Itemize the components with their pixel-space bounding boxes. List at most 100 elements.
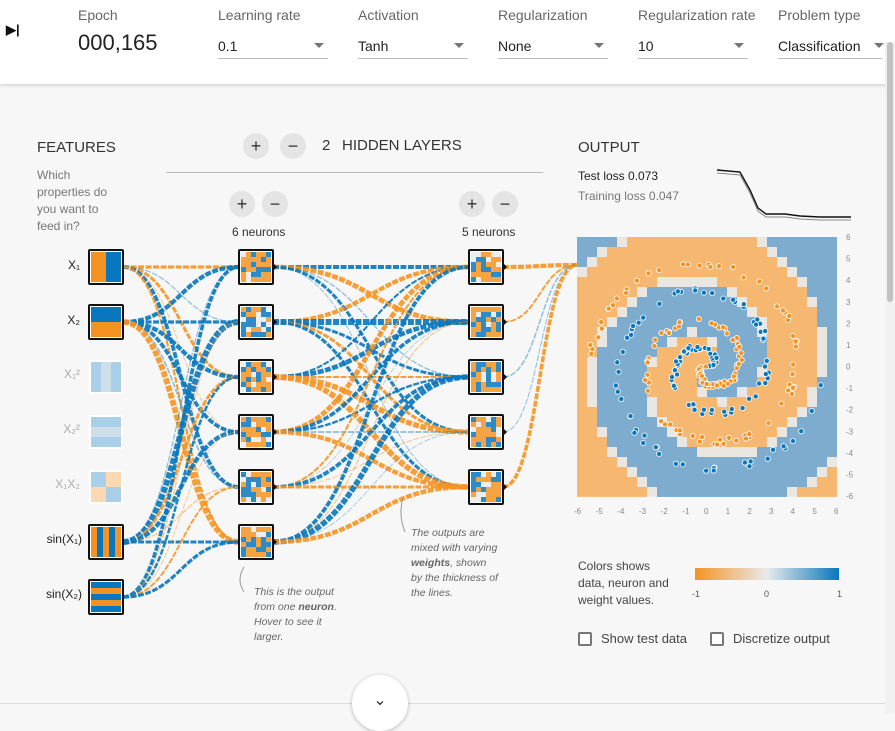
heatmap-cell	[697, 257, 707, 267]
heatmap-cell	[657, 447, 667, 457]
data-point	[754, 316, 761, 323]
heatmap-cell	[597, 337, 607, 347]
tile-fill	[115, 527, 121, 557]
tile-fill	[266, 527, 271, 532]
heatmap-cell	[607, 437, 617, 447]
remove-neuron-button[interactable]: −	[262, 191, 288, 217]
tile-fill	[476, 372, 481, 377]
heatmap-cell	[627, 367, 637, 377]
show-test-data-checkbox[interactable]	[578, 632, 592, 646]
regularization-value: None	[498, 38, 532, 54]
heatmap-cell	[797, 277, 807, 287]
heatmap-cell	[617, 287, 627, 297]
tile-fill	[266, 417, 271, 422]
heatmap-cell	[687, 457, 697, 467]
neuron-arrow	[503, 263, 507, 271]
heatmap-cell	[667, 467, 677, 477]
heatmap-cell	[807, 317, 817, 327]
tile-fill	[476, 472, 481, 477]
tile-fill	[256, 307, 261, 312]
heatmap-cell	[627, 237, 637, 247]
tile-fill	[496, 327, 501, 332]
tile-fill	[491, 322, 496, 327]
heatmap-cell	[827, 437, 837, 447]
page-scrollbar[interactable]	[885, 42, 895, 713]
tile-fill	[256, 267, 261, 272]
data-point	[743, 435, 750, 442]
data-point	[652, 336, 659, 343]
tile-fill	[471, 422, 476, 427]
heatmap-cell	[767, 307, 777, 317]
heatmap-cell	[717, 487, 727, 497]
heatmap-cell	[597, 447, 607, 457]
data-point	[598, 325, 605, 332]
tile-fill	[496, 317, 501, 322]
weight-link	[122, 321, 240, 488]
heatmap-cell	[637, 387, 647, 397]
heatmap-cell	[747, 337, 757, 347]
heatmap-cell	[607, 477, 617, 487]
tile-fill	[491, 277, 496, 282]
heatmap-cell	[617, 247, 627, 257]
tile-fill	[261, 487, 266, 492]
data-point	[789, 371, 796, 378]
heatmap-cell	[747, 477, 757, 487]
remove-neuron-button[interactable]: −	[492, 191, 518, 217]
heatmap-cell	[807, 327, 817, 337]
skip-forward-icon[interactable]: ▶|	[6, 22, 20, 37]
tile-fill	[266, 377, 271, 382]
discretize-output-label[interactable]: Discretize output	[733, 631, 830, 646]
scrollbar-thumb[interactable]	[887, 42, 893, 302]
heatmap-cell	[747, 297, 757, 307]
heatmap-cell	[777, 297, 787, 307]
weight-link	[272, 321, 470, 543]
heatmap-cell	[687, 247, 697, 257]
tile-fill	[481, 382, 486, 387]
heatmap-cell	[637, 427, 647, 437]
add-layer-button[interactable]: +	[243, 133, 269, 159]
tile-fill	[476, 427, 481, 432]
heatmap-cell	[787, 257, 797, 267]
chevron-down-icon[interactable]: ⌄	[352, 675, 408, 731]
heatmap-cell	[647, 247, 657, 257]
heatmap-cell	[797, 317, 807, 327]
discretize-output-checkbox[interactable]	[710, 632, 724, 646]
tile-fill	[481, 312, 486, 317]
heatmap-cell	[687, 317, 697, 327]
heatmap-cell	[767, 387, 777, 397]
heatmap-cell	[827, 347, 837, 357]
data-point	[679, 461, 686, 468]
add-neuron-button[interactable]: +	[459, 191, 485, 217]
heatmap-cell	[577, 267, 587, 277]
tile-fill	[266, 492, 271, 497]
tile-fill	[251, 422, 256, 427]
heatmap-cell	[827, 267, 837, 277]
data-point	[762, 363, 769, 370]
add-neuron-button[interactable]: +	[229, 191, 255, 217]
heatmap-cell	[647, 377, 657, 387]
y-tick-label: -3	[846, 427, 854, 436]
feature-label-x1: X₁	[67, 258, 80, 272]
color-legend-bar	[695, 568, 839, 580]
question-line: you want to	[37, 202, 99, 216]
tile-fill	[266, 537, 271, 542]
tile-fill	[241, 252, 246, 257]
data-point	[709, 406, 716, 413]
heatmap-cell	[727, 367, 737, 377]
heatmap-cell	[787, 287, 797, 297]
heatmap-cell	[637, 287, 647, 297]
heatmap-cell	[697, 307, 707, 317]
tile-fill	[476, 442, 481, 447]
heatmap-cell	[707, 447, 717, 457]
tile-fill	[481, 417, 486, 422]
heatmap-cell	[667, 287, 677, 297]
show-test-data-label[interactable]: Show test data	[601, 631, 687, 646]
heatmap-cell	[817, 487, 827, 497]
heatmap-cell	[657, 467, 667, 477]
tile-fill	[241, 542, 246, 547]
data-point	[765, 420, 772, 427]
remove-layer-button[interactable]: −	[280, 133, 306, 159]
heatmap-cell	[827, 277, 837, 287]
heatmap-cell	[597, 357, 607, 367]
tile-fill	[256, 492, 261, 497]
